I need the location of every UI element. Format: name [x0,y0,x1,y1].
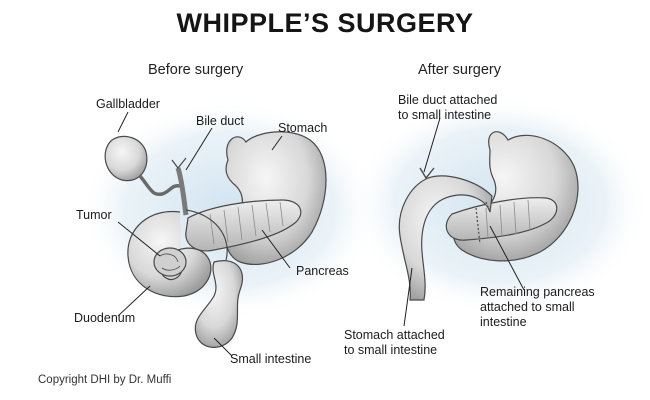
after-leaders [403,117,525,327]
label-gallbladder: Gallbladder [96,97,160,111]
label-stomach: Stomach [278,121,328,135]
bile-duct [175,167,189,216]
label-after-bile-duct-line1: Bile duct attached [398,93,498,107]
label-after-pancreas: Remaining pancreas attached to small int… [480,285,595,330]
label-after-stomach-line2: to small intestine [344,343,438,357]
gallbladder [104,135,148,182]
small-intestine [194,260,244,348]
after-pancreas [445,197,558,241]
label-tumor: Tumor [76,208,112,222]
label-after-stomach-line1: Stomach attached [344,328,445,342]
page-title: WHIPPLE’S SURGERY [176,8,474,38]
tumor [153,247,187,277]
after-organs [398,131,579,301]
copyright-text: Copyright DHI by Dr. Muffi [38,374,172,386]
label-after-bile-duct: Bile duct attached to small intestine [398,93,497,123]
label-after-bile-duct-line2: to small intestine [398,108,492,122]
label-after-pancreas-line1: Remaining pancreas [480,285,595,299]
after-bile-duct [419,167,435,180]
before-leaders [117,111,291,357]
label-after-pancreas-line2: attached to small [480,300,575,314]
before-organs [104,131,327,348]
before-heading: Before surgery [148,62,244,78]
label-pancreas: Pancreas [296,264,349,278]
label-duodenum: Duodenum [74,311,136,325]
cystic-duct [138,174,181,197]
label-small-intestine: Small intestine [230,352,312,366]
label-after-stomach: Stomach attached to small intestine [344,328,445,358]
label-after-pancreas-line3: intestine [480,315,527,329]
after-small-intestine [398,175,493,301]
after-heading: After surgery [418,62,501,78]
label-bile-duct: Bile duct [196,114,244,128]
